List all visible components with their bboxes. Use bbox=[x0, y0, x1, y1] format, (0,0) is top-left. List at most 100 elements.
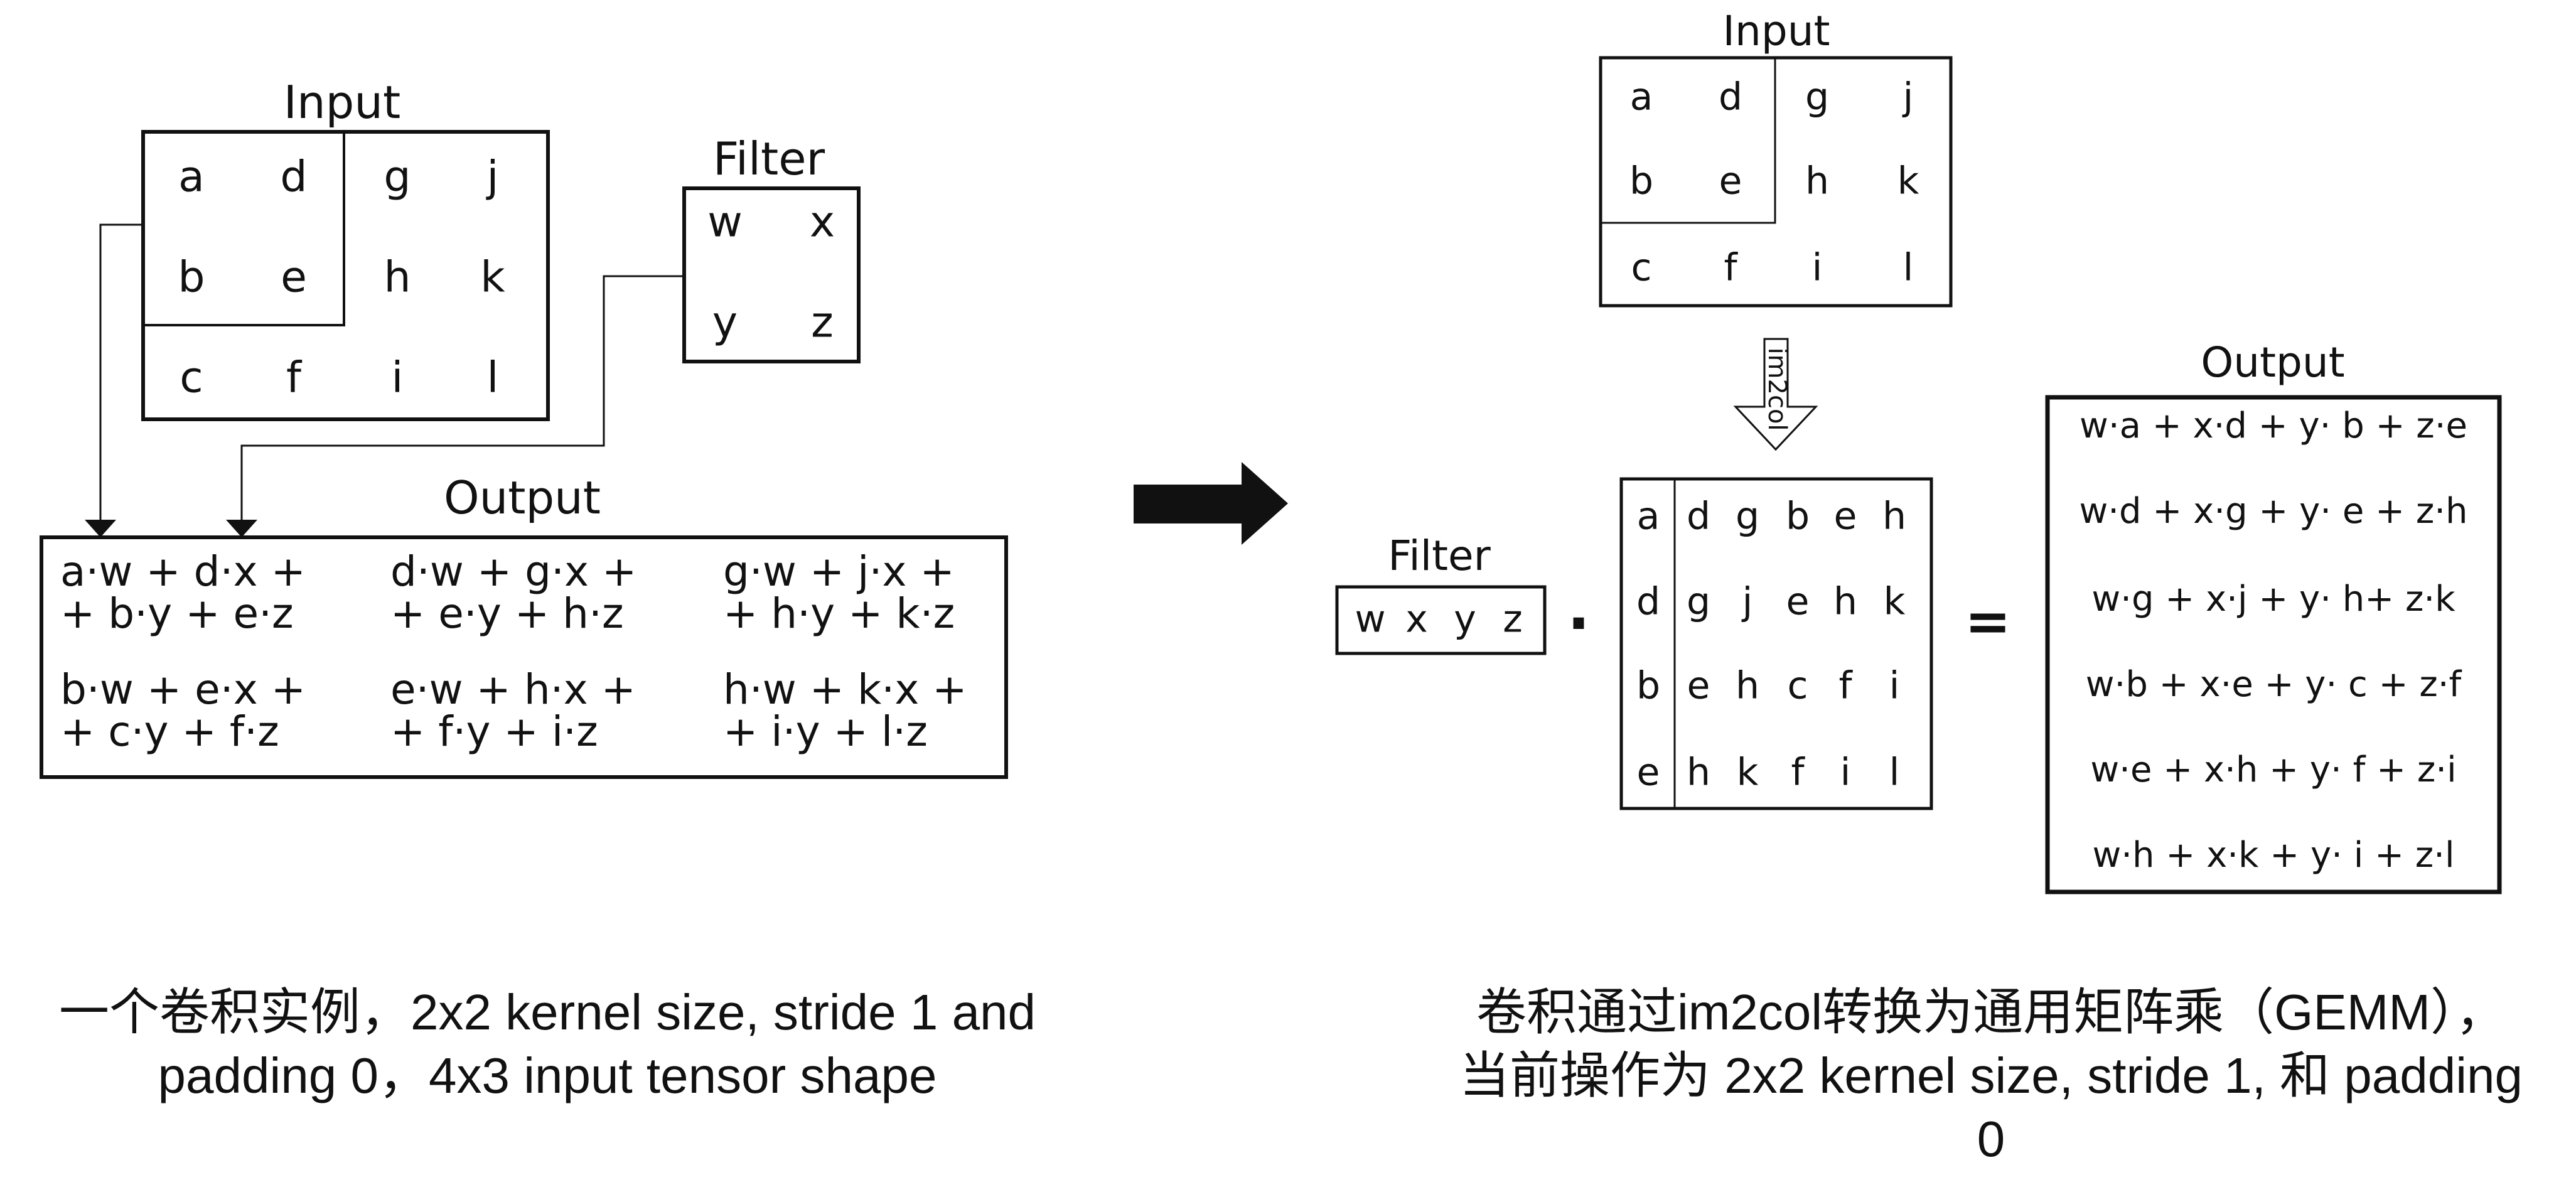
left-output-cell-line: + b·y + e·z bbox=[60, 589, 294, 638]
left-input-cell: d bbox=[280, 153, 307, 202]
right-filter-title: Filter bbox=[1388, 532, 1491, 580]
left-output-cell-line: + e·y + h·z bbox=[390, 589, 624, 638]
left-output-cell-line: + h·y + k·z bbox=[723, 589, 955, 638]
im2col-matrix-cell: d bbox=[1687, 495, 1710, 539]
left-input-cell: c bbox=[180, 353, 203, 403]
left-input-title: Input bbox=[284, 76, 400, 129]
left-output-cell-line: b·w + e·x + bbox=[60, 665, 306, 714]
left-input-cell: g bbox=[384, 153, 411, 202]
left-caption-line1: 一个卷积实例，2x2 kernel size, stride 1 and bbox=[59, 984, 1036, 1040]
left-input-window-outline bbox=[143, 132, 345, 326]
left-caption-line2: padding 0，4x3 input tensor shape bbox=[158, 1048, 937, 1103]
im2col-matrix-cell: j bbox=[1741, 580, 1753, 624]
left-output-cell-line: + i·y + l·z bbox=[723, 707, 928, 756]
right-caption-line2: 当前操作为 2x2 kernel size, stride 1, 和 paddi… bbox=[1459, 1048, 2523, 1103]
im2col-matrix-cell: e bbox=[1637, 751, 1660, 795]
left-input-matrix bbox=[141, 130, 550, 421]
left-filter-cell: y bbox=[712, 298, 738, 348]
left-output-cell-line: h·w + k·x + bbox=[723, 665, 967, 714]
right-output-row: w·g + x·j + y· h+ z·k bbox=[2091, 579, 2455, 620]
im2col-matrix-cell: k bbox=[1884, 580, 1906, 624]
right-output-row: w·d + x·g + y· e + z·h bbox=[2079, 491, 2467, 532]
im2col-matrix-cell: a bbox=[1637, 495, 1660, 539]
right-input-cell: k bbox=[1897, 159, 1919, 203]
im2col-matrix-cell: f bbox=[1838, 664, 1853, 708]
right-output-row: w·h + x·k + y· i + z·l bbox=[2092, 835, 2454, 876]
left-output-cell-line: e·w + h·x + bbox=[390, 665, 636, 714]
left-input-cell: i bbox=[392, 353, 404, 403]
im2col-matrix-cell: i bbox=[1889, 664, 1900, 708]
filter-to-output-connector bbox=[240, 275, 684, 520]
left-filter-cells: w x y z bbox=[707, 198, 835, 348]
right-input-cell: l bbox=[1903, 246, 1914, 290]
im2col-matrix-cell: l bbox=[1889, 751, 1900, 795]
right-output-row: w·a + x·d + y· b + z·e bbox=[2080, 405, 2467, 446]
right-input-cell: b bbox=[1629, 159, 1653, 203]
filter-connector-arrowhead bbox=[226, 520, 257, 537]
left-filter-title: Filter bbox=[713, 132, 825, 185]
left-input-cell: j bbox=[486, 153, 499, 202]
left-input-cell: b bbox=[178, 253, 205, 303]
left-output-matrix bbox=[40, 535, 1008, 779]
right-input-cell: j bbox=[1902, 75, 1914, 119]
left-input-cell: a bbox=[178, 153, 205, 202]
input-connector-arrowhead bbox=[85, 520, 116, 537]
im2col-matrix-cell: f bbox=[1791, 751, 1805, 795]
input-to-output-connector bbox=[99, 223, 143, 520]
im2col-matrix-cell: e bbox=[1687, 664, 1710, 708]
right-filter-cell: z bbox=[1503, 598, 1523, 641]
right-input-cell: c bbox=[1631, 246, 1652, 290]
right-caption-line1: 卷积通过im2col转换为通用矩阵乘（GEMM）， bbox=[1476, 984, 2506, 1040]
left-filter-cell: w bbox=[707, 198, 743, 247]
right-input-title: Input bbox=[1723, 7, 1830, 55]
left-input-cell: k bbox=[480, 253, 505, 303]
transform-arrow-icon bbox=[1134, 462, 1288, 545]
right-output-matrix bbox=[2045, 395, 2502, 894]
left-filter-matrix bbox=[682, 186, 861, 363]
im2col-arrow-icon bbox=[1733, 338, 1818, 451]
left-filter-cell: x bbox=[810, 198, 835, 247]
im2col-matrix-cell: h bbox=[1687, 751, 1710, 795]
left-filter-cell: z bbox=[811, 298, 834, 348]
im2col-matrix-cell: h bbox=[1833, 580, 1857, 624]
im2col-matrix-cell: i bbox=[1840, 751, 1851, 795]
right-input-cell: d bbox=[1719, 75, 1742, 119]
im2col-matrix-cell: k bbox=[1737, 751, 1759, 795]
right-filter-cell: w bbox=[1355, 598, 1385, 641]
right-filter-cell: y bbox=[1454, 598, 1476, 641]
im2col-matrix-cell: b bbox=[1786, 495, 1810, 539]
im2col-matrix-cell: c bbox=[1788, 664, 1808, 708]
right-input-cell: i bbox=[1812, 246, 1823, 290]
equals-operator: = bbox=[1965, 589, 2011, 653]
left-output-cell-line: a·w + d·x + bbox=[60, 547, 306, 596]
im2col-matrix-cell: h bbox=[1882, 495, 1906, 539]
im2col-matrix-cell: e bbox=[1786, 580, 1810, 624]
left-input-cell: l bbox=[487, 353, 499, 403]
left-output-cell-line: d·w + g·x + bbox=[390, 547, 636, 596]
left-output-cells: a·w + d·x ++ b·y + e·z d·w + g·x ++ e·y +… bbox=[60, 547, 967, 756]
right-input-cell: g bbox=[1805, 75, 1829, 119]
im2col-matrix bbox=[1619, 477, 1933, 810]
im2col-matrix-cell: h bbox=[1736, 664, 1759, 708]
im2col-matrix-cell: g bbox=[1736, 495, 1759, 539]
right-input-cell: f bbox=[1724, 246, 1738, 290]
left-output-cell-line: + c·y + f·z bbox=[60, 707, 279, 756]
right-caption-line3: 0 bbox=[1977, 1111, 2005, 1167]
im2col-matrix-cell: b bbox=[1636, 664, 1660, 708]
left-input-cell: h bbox=[384, 253, 411, 303]
left-output-cell-line: g·w + j·x + bbox=[723, 547, 955, 596]
im2col-matrix-cell: e bbox=[1834, 495, 1857, 539]
right-input-cell: a bbox=[1630, 75, 1653, 119]
right-output-row: w·b + x·e + y· c + z·f bbox=[2086, 664, 2462, 705]
im2col-matrix-cell: g bbox=[1687, 580, 1710, 624]
right-output-cells: w·a + x·d + y· b + z·e w·d + x·g + y· e +… bbox=[2079, 405, 2467, 876]
im2col-matrix-cell: d bbox=[1636, 580, 1660, 624]
right-output-title: Output bbox=[2201, 338, 2344, 387]
